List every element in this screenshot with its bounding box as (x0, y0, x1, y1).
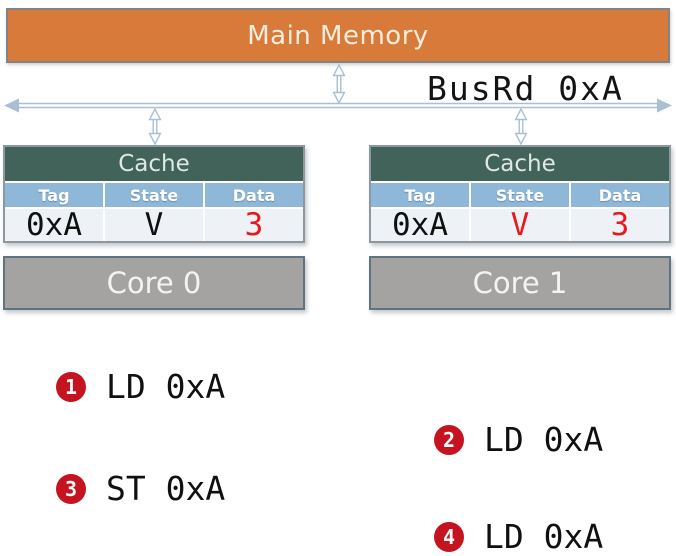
cache0-table: Tag State Data 0xA V 3 (5, 181, 303, 241)
core0-label: Core 0 (106, 266, 202, 300)
core0-box: Core 0 (3, 256, 305, 310)
operation-2-label: LD 0xA (484, 420, 604, 459)
cache1-col-state: State (471, 183, 569, 207)
core1-label: Core 1 (472, 266, 568, 300)
cache0-col-state: State (105, 183, 203, 207)
operation-1-label: LD 0xA (106, 367, 226, 406)
cache0-col-tag: Tag (5, 183, 103, 207)
cache1-col-tag: Tag (371, 183, 469, 207)
bus-arrowhead-right (657, 98, 672, 113)
cache0-data-value: 3 (205, 209, 303, 241)
main-memory-label: Main Memory (247, 20, 429, 51)
cache1-data-value: 3 (571, 209, 669, 241)
cache1-block: Cache Tag State Data 0xA V 3 (369, 145, 671, 243)
cache1-title: Cache (371, 147, 669, 181)
operation-4: 4 LD 0xA (434, 517, 603, 556)
operation-2: 2 LD 0xA (434, 420, 603, 459)
memory-bus-arrow (332, 63, 346, 105)
operation-1: 1 LD 0xA (56, 367, 225, 406)
operation-4-badge: 4 (434, 521, 464, 552)
cache1-state-value: V (471, 209, 569, 241)
cache1-table: Tag State Data 0xA V 3 (371, 181, 669, 241)
main-memory-box: Main Memory (6, 8, 670, 63)
operation-3-label: ST 0xA (106, 469, 226, 508)
bus-cache1-arrow (514, 107, 528, 146)
cache0-state-value: V (105, 209, 203, 241)
operation-3-badge: 3 (56, 473, 86, 504)
cache1-col-data: Data (571, 183, 669, 207)
core1-box: Core 1 (369, 256, 671, 310)
cache1-tag-value: 0xA (371, 209, 469, 241)
cache0-tag-value: 0xA (5, 209, 103, 241)
cache0-col-data: Data (205, 183, 303, 207)
bus-transaction-label: BusRd 0xA (427, 69, 624, 108)
operation-2-badge: 2 (434, 424, 464, 455)
cache0-block: Cache Tag State Data 0xA V 3 (3, 145, 305, 243)
bus-arrowhead-left (4, 98, 19, 113)
bus-cache0-arrow (148, 107, 162, 146)
cache0-title: Cache (5, 147, 303, 181)
operation-3: 3 ST 0xA (56, 469, 225, 508)
operation-4-label: LD 0xA (484, 517, 604, 556)
operation-1-badge: 1 (56, 371, 86, 402)
